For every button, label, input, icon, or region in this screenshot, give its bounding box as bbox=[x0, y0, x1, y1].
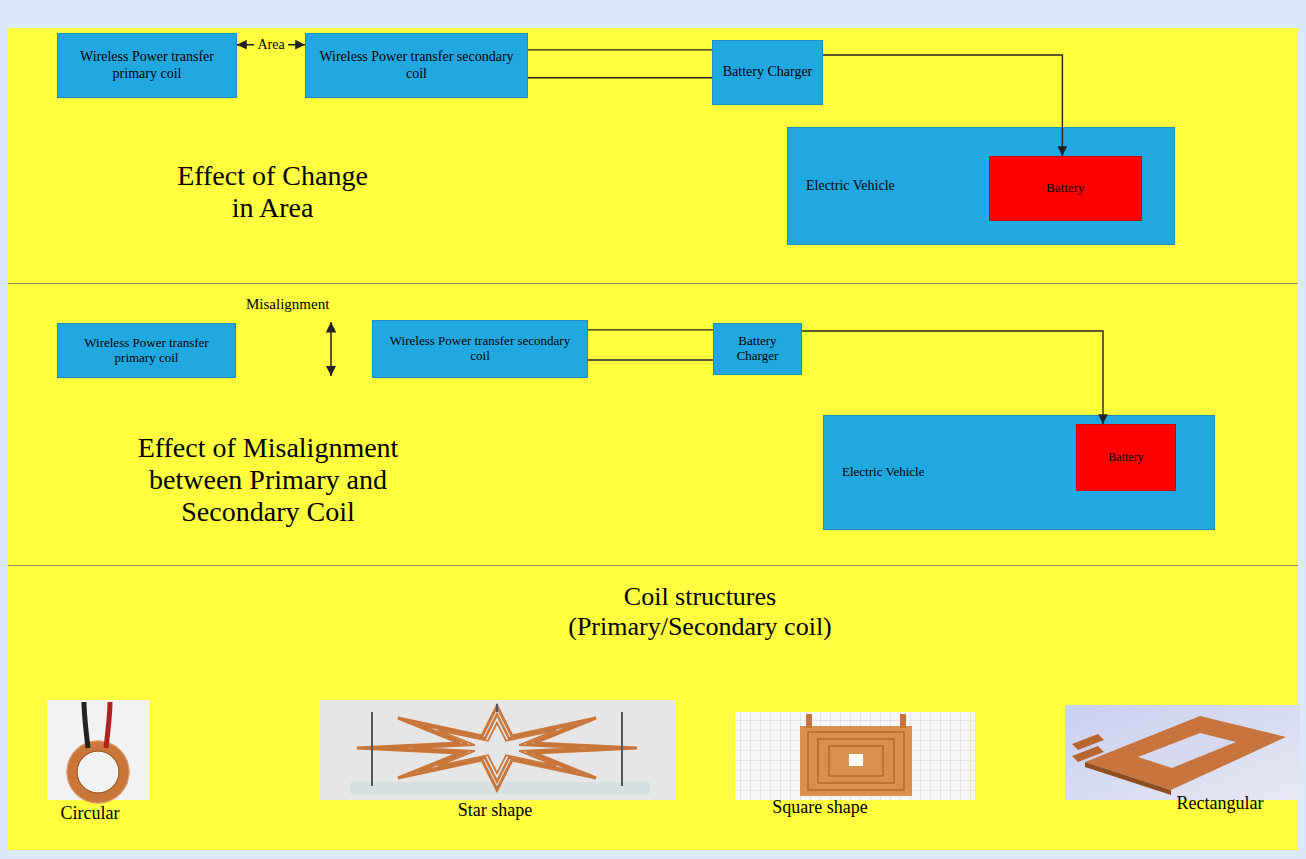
connector-line bbox=[588, 359, 713, 360]
section-heading: Effect of Misalignment between Primary a… bbox=[112, 432, 424, 529]
star-coil-photo bbox=[320, 700, 675, 800]
box-text: Battery bbox=[1108, 451, 1143, 465]
coil-caption: Circular bbox=[40, 803, 140, 824]
section-heading: Coil structures (Primary/Secondary coil) bbox=[535, 582, 865, 642]
box-text: Battery Charger bbox=[722, 334, 793, 364]
box-text: Wireless Power transfer secondary coil bbox=[381, 334, 579, 364]
battery-box: Battery bbox=[1076, 424, 1176, 491]
battery-box: Battery bbox=[989, 156, 1142, 221]
connector-line bbox=[528, 49, 712, 50]
coil-box: Wireless Power transfer primary coil bbox=[57, 33, 237, 98]
charger-box: Battery Charger bbox=[712, 40, 823, 105]
box-text: Wireless Power transfer primary coil bbox=[66, 336, 227, 366]
edge-label: Area bbox=[254, 37, 287, 52]
rectangular-coil-render bbox=[1065, 705, 1300, 800]
coil-caption: Star shape bbox=[430, 800, 560, 821]
section-heading: Effect of Change in Area bbox=[170, 160, 375, 224]
box-text: Electric Vehicle bbox=[842, 465, 924, 480]
box-text: Electric Vehicle bbox=[806, 178, 895, 194]
connector-line bbox=[237, 44, 305, 45]
connector-line bbox=[823, 55, 1062, 156]
misalignment-arrow bbox=[330, 322, 332, 376]
coil-caption: Square shape bbox=[745, 797, 895, 818]
circular-coil-photo bbox=[47, 700, 150, 803]
connector-line bbox=[588, 329, 713, 330]
box-text: Battery bbox=[1046, 181, 1084, 196]
coil-box: Wireless Power transfer secondary coil bbox=[372, 320, 588, 378]
box-text: Wireless Power transfer secondary coil bbox=[314, 49, 519, 81]
charger-box: Battery Charger bbox=[713, 323, 802, 375]
connector-line bbox=[802, 331, 1103, 424]
section-divider bbox=[8, 565, 1298, 566]
coil-caption: Rectangular bbox=[1150, 793, 1290, 814]
vehicle-box: Electric Vehicle Battery bbox=[823, 415, 1215, 530]
box-text: Wireless Power transfer primary coil bbox=[66, 49, 228, 81]
connector-line bbox=[528, 77, 712, 78]
coil-box: Wireless Power transfer secondary coil bbox=[305, 33, 528, 98]
coil-box: Wireless Power transfer primary coil bbox=[57, 323, 236, 378]
misalignment-label: Misalignment bbox=[246, 296, 366, 313]
box-text: Battery Charger bbox=[723, 64, 813, 80]
square-coil-photo bbox=[735, 712, 975, 800]
section-divider bbox=[8, 283, 1298, 284]
vehicle-box: Electric Vehicle Battery bbox=[787, 127, 1175, 245]
